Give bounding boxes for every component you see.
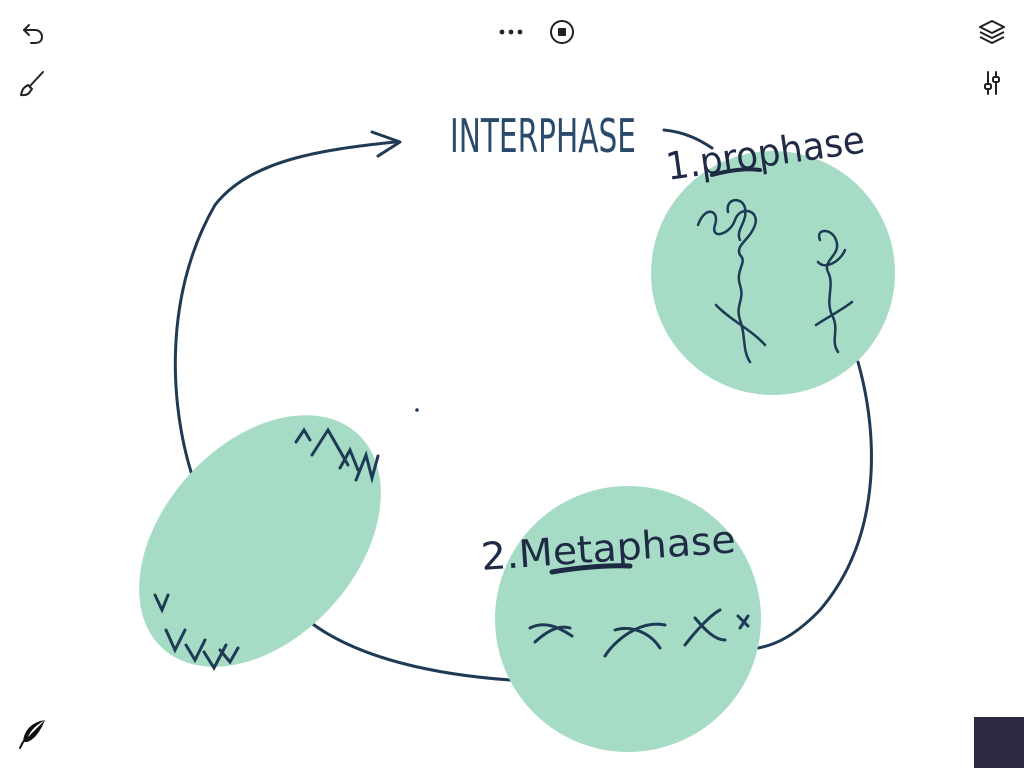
- anaphase-cell: [139, 415, 381, 667]
- metaphase-underline: [549, 563, 633, 575]
- arrow-to-prophase: [662, 128, 714, 150]
- pen-tool-button[interactable]: [15, 716, 51, 752]
- undo-button[interactable]: [15, 15, 51, 51]
- more-button[interactable]: [493, 14, 529, 50]
- metaphase-cell: [495, 486, 761, 752]
- metaphase-chromosomes: [528, 608, 750, 658]
- anaphase-chromosomes: [153, 427, 380, 672]
- prophase-chromosomes: [696, 199, 854, 364]
- cycle-arrow-bottom: [308, 620, 512, 682]
- brush-icon: [20, 71, 44, 97]
- sliders-icon: [984, 71, 1000, 95]
- arrow-head-interphase: [370, 130, 402, 158]
- layers-icon: [979, 20, 1005, 44]
- feather-pen-icon: [19, 720, 45, 749]
- layers-button[interactable]: [974, 14, 1010, 50]
- ink-dot: [415, 408, 419, 412]
- interphase-label: INTERPHASE: [450, 109, 636, 163]
- cycle-arrow-left: [173, 140, 397, 494]
- brush-button[interactable]: [14, 65, 50, 101]
- undo-icon: [23, 24, 44, 44]
- more-icon: [499, 29, 523, 35]
- prophase-cell: [651, 151, 895, 395]
- stop-record-button[interactable]: [544, 14, 580, 50]
- stop-record-icon: [550, 20, 574, 44]
- adjustments-button[interactable]: [974, 65, 1010, 101]
- prophase-underline: [710, 167, 762, 177]
- color-swatch[interactable]: [974, 717, 1024, 768]
- cycle-arrow-right: [756, 360, 873, 650]
